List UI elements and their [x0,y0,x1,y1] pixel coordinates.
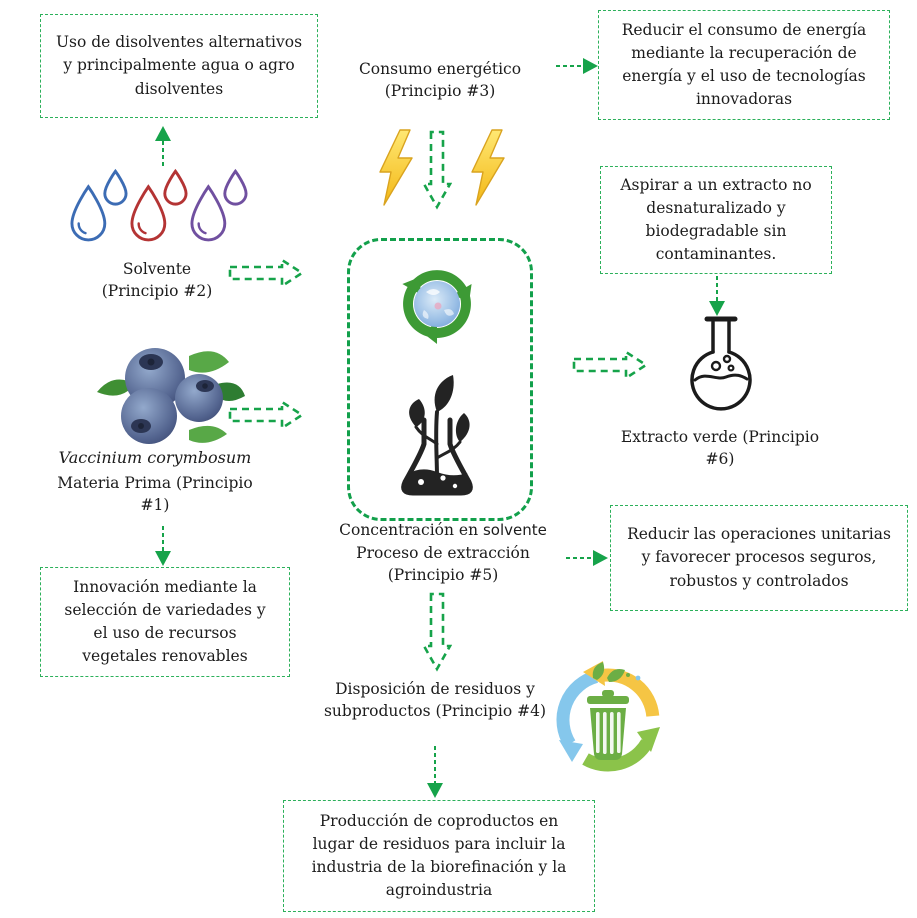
recycling-bin-icon [556,661,660,772]
lightning-bolt-icon [471,129,505,206]
label-species: Vaccinium corymbosum [58,448,252,467]
box-innovation: Innovación mediante la selección de vari… [40,567,290,677]
arrow-to-innovation-box [155,526,171,566]
arrow-quality-to-flask [709,276,725,316]
label-green-extract: Extracto verde (Principio #6) [620,428,820,469]
box-coproducts: Producción de coproductos en lugar de re… [283,800,595,912]
box-operations: Reducir las operaciones unitarias y favo… [610,505,908,611]
label-waste-disposal: Disposición de residuos y subproductos (… [323,680,547,721]
recycle-earth-icon [402,270,472,344]
arrow-to-operations-box [566,550,608,566]
box-alternative-solvents: Uso de disolventes alternativos y princi… [40,14,318,118]
label-energy-consumption: Consumo energético (Principio #3) [358,60,522,101]
arrow-to-energy-box [556,58,598,74]
box-extract-quality: Aspirar a un extracto no desnaturalizado… [600,166,832,274]
blueberries-photo [97,348,245,444]
lightning-bolt-icon [379,129,413,206]
arrow-to-coproducts-box [427,746,443,798]
label-raw-material: Materia Prima (Principio #1) [57,474,253,515]
round-bottom-flask-icon [690,316,752,411]
arrow-process-to-waste [422,592,452,672]
arrow-up-to-solvents-box [155,126,171,166]
arrow-energy-into-process [422,130,452,210]
box-reduce-energy: Reducir el consumo de energía mediante l… [598,10,890,120]
label-solvent: Solvente (Principio #2) [101,260,213,301]
solvent-droplets-icon [70,166,248,250]
arrow-rawmaterial-to-process [228,400,304,430]
label-process: Concentración en solvente Proceso de ext… [339,521,547,585]
plant-in-flask-icon [401,375,473,496]
arrow-process-to-extract [572,350,648,380]
arrow-solvent-to-process [228,258,304,288]
